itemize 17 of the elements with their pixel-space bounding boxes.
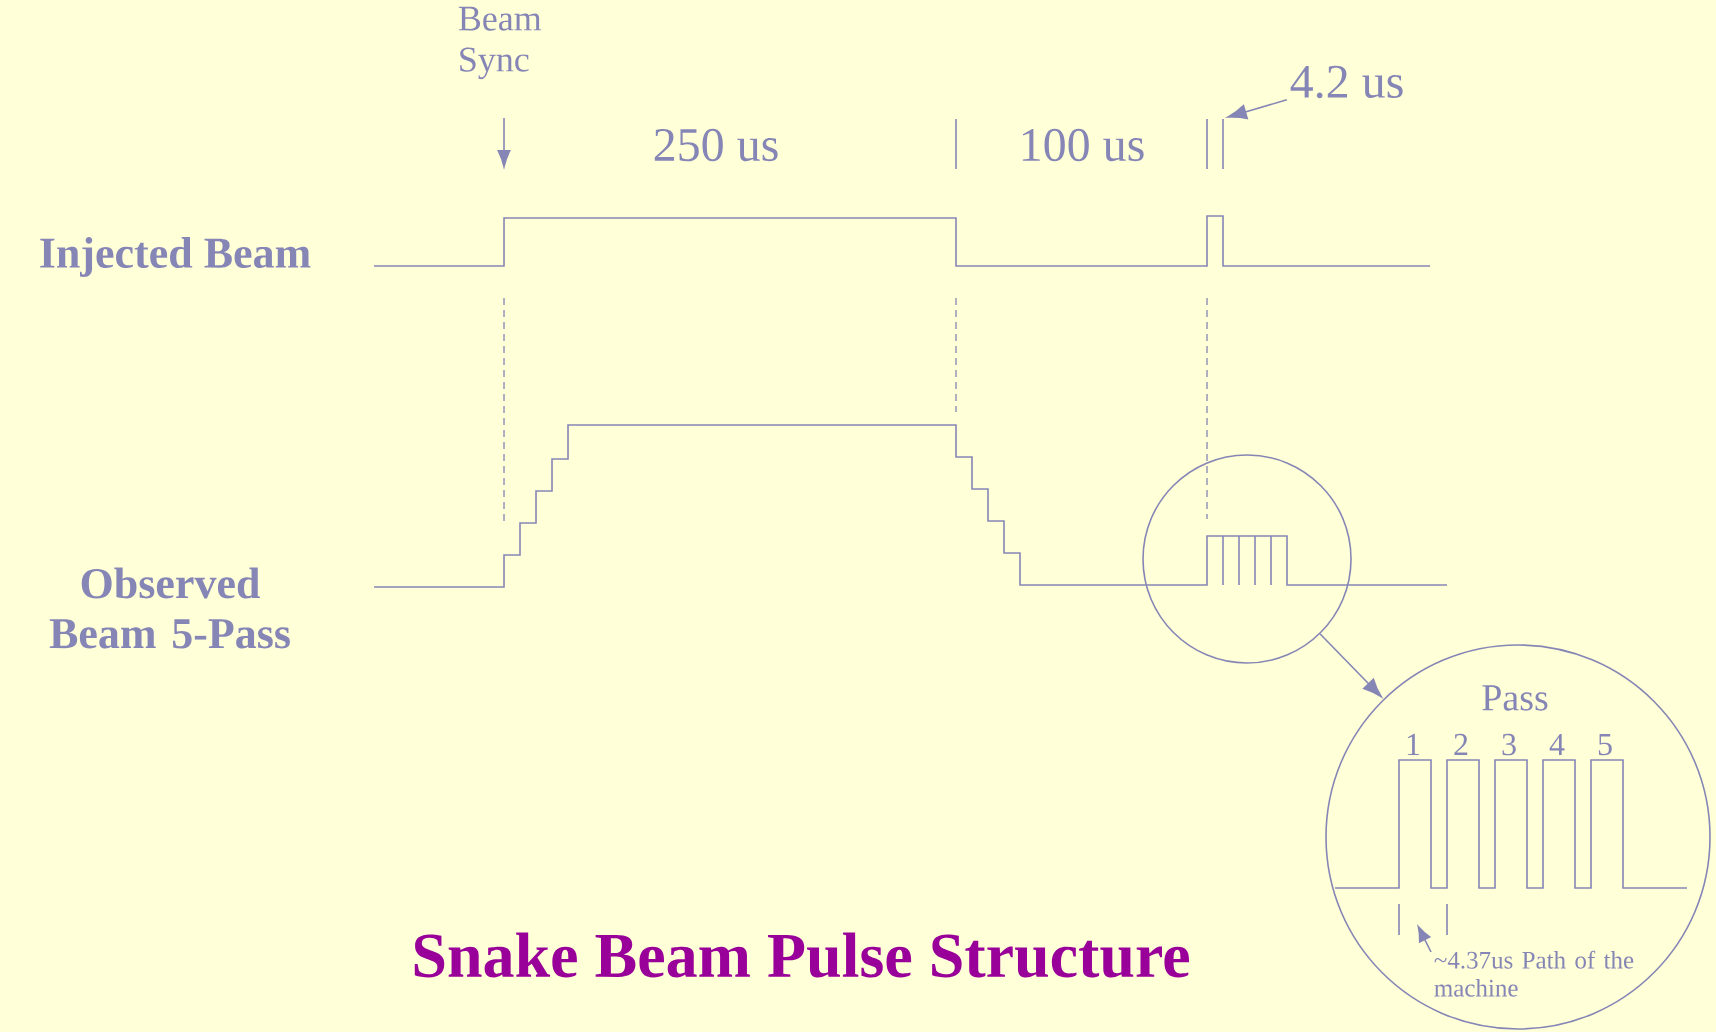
duration-label: 4.2 us [1290,65,1403,99]
pass-number: 1 [1407,733,1420,755]
note-text: ~4.37us Path of the machine [1434,950,1634,997]
duration-label: 250 us [654,128,778,162]
beam-sync-label: Beam Sync [458,6,542,80]
leader-line [1227,98,1288,120]
pass-number: 5 [1598,734,1612,756]
pass-heading: Pass [1482,685,1548,711]
pass-number: 2 [1454,733,1468,755]
duration-label: 100 us [1022,128,1144,162]
title: Snake Beam Pulse Structure [414,932,1189,978]
signal-label: Observed Beam 5-Pass [49,567,290,649]
magnifier-circle [1142,454,1352,664]
pass-number: 3 [1502,733,1516,756]
signal-label: Injected Beam [40,237,311,277]
pass-number: 4 [1549,733,1565,755]
arrow [1319,633,1382,698]
